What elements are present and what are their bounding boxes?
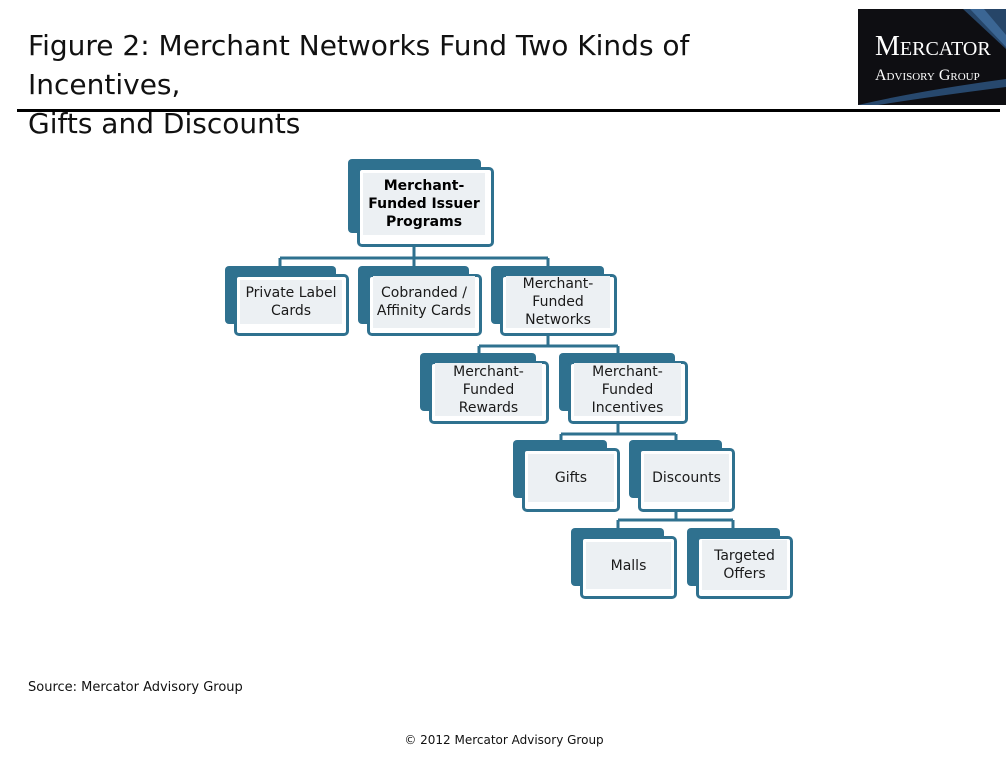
node-gifts: Gifts <box>513 440 620 512</box>
source-note: Source: Mercator Advisory Group <box>28 680 243 695</box>
node-discounts: Discounts <box>629 440 735 512</box>
logo-sub-text: Advisory Group <box>875 67 980 84</box>
logo-main-text: Mercator <box>875 31 991 62</box>
node-root: Merchant-Funded Issuer Programs <box>348 159 494 247</box>
node-incentives: Merchant-Funded Incentives <box>559 353 688 424</box>
node-private-label-label: Private Label Cards <box>240 280 342 324</box>
title-line-2: Gifts and Discounts <box>28 107 301 140</box>
node-networks: Merchant-Funded Networks <box>491 266 617 336</box>
node-malls-label: Malls <box>586 542 671 589</box>
node-cobranded-label: Cobranded / Affinity Cards <box>373 276 475 328</box>
node-rewards-label: Merchant-Funded Rewards <box>435 363 542 416</box>
page-title: Figure 2: Merchant Networks Fund Two Kin… <box>28 26 848 143</box>
node-targeted-label: Targeted Offers <box>702 540 787 590</box>
node-rewards: Merchant-Funded Rewards <box>420 353 549 424</box>
mercator-logo: Mercator Advisory Group <box>858 9 1006 105</box>
logo-swoosh-icon <box>858 9 1006 105</box>
node-malls: Malls <box>571 528 677 599</box>
node-incentives-label: Merchant-Funded Incentives <box>574 363 681 416</box>
node-networks-label: Merchant-Funded Networks <box>506 276 610 328</box>
copyright-note: © 2012 Mercator Advisory Group <box>404 733 604 747</box>
title-line-1: Figure 2: Merchant Networks Fund Two Kin… <box>28 29 690 101</box>
node-targeted: Targeted Offers <box>687 528 793 599</box>
node-discounts-label: Discounts <box>644 454 729 502</box>
node-cobranded: Cobranded / Affinity Cards <box>358 266 482 336</box>
title-divider <box>17 109 1000 112</box>
node-private-label: Private Label Cards <box>225 266 349 336</box>
node-gifts-label: Gifts <box>528 454 614 502</box>
node-root-label: Merchant-Funded Issuer Programs <box>363 173 485 235</box>
